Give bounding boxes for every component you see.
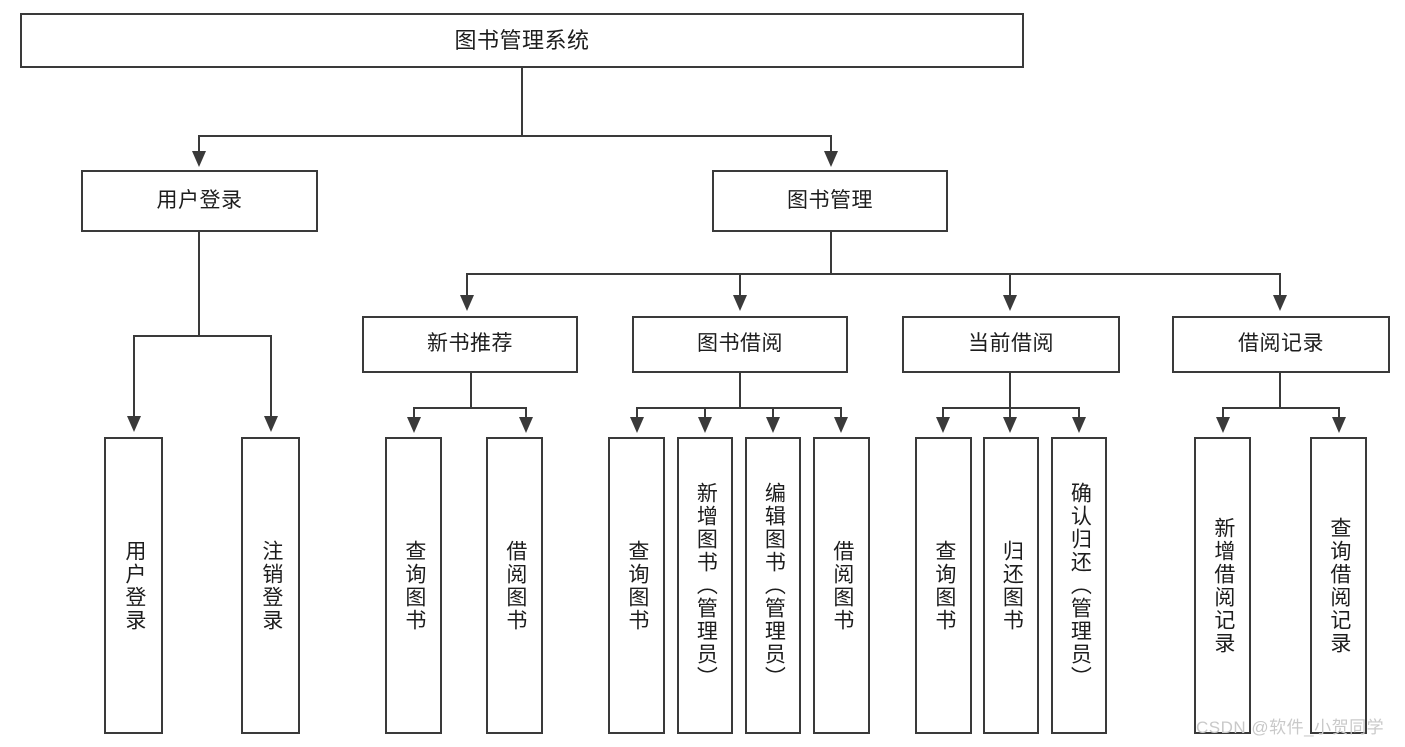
edge-book-borrow-leaf1 — [636, 407, 638, 419]
edge-current-borrow-leaf3 — [1078, 407, 1080, 419]
arrow-book-borrow-leaf3-icon — [766, 417, 780, 433]
leaf-new-book-borrow[interactable]: 借阅图书 — [486, 437, 543, 734]
node-root-system[interactable]: 图书管理系统 — [20, 13, 1024, 68]
edge-user-login-bus — [133, 335, 272, 337]
node-current-borrow[interactable]: 当前借阅 — [902, 316, 1120, 373]
leaf-borrow-record-add[interactable]: 新增借阅记录 — [1194, 437, 1251, 734]
arrow-user-login-leaf1-icon — [127, 416, 141, 432]
edge-root-bus — [198, 135, 831, 137]
edge-current-borrow-leaf1 — [942, 407, 944, 419]
edge-root-stem — [521, 68, 523, 135]
leaf-new-book-query[interactable]: 查询图书 — [385, 437, 442, 734]
edge-current-borrow-stem — [1009, 373, 1011, 407]
edge-borrow-record-bus — [1222, 407, 1340, 409]
arrow-book-borrow-leaf1-icon — [630, 417, 644, 433]
edge-new-book-stem — [470, 373, 472, 407]
leaf-book-borrow-query[interactable]: 查询图书 — [608, 437, 665, 734]
leaf-book-borrow-borrow[interactable]: 借阅图书 — [813, 437, 870, 734]
edge-new-book-leaf1 — [413, 407, 415, 419]
leaf-current-borrow-confirm-return[interactable]: 确认归还（管理员） — [1051, 437, 1107, 734]
edge-current-borrow-leaf2 — [1009, 407, 1011, 419]
leaf-current-borrow-return[interactable]: 归还图书 — [983, 437, 1039, 734]
leaf-book-borrow-edit[interactable]: 编辑图书（管理员） — [745, 437, 801, 734]
arrow-borrow-record-leaf2-icon — [1332, 417, 1346, 433]
arrow-book-borrow-leaf2-icon — [698, 417, 712, 433]
arrow-to-book-borrow-icon — [733, 295, 747, 311]
edge-user-login-stem — [198, 232, 200, 335]
node-borrow-record[interactable]: 借阅记录 — [1172, 316, 1390, 373]
arrow-to-book-manage-icon — [824, 151, 838, 167]
edge-user-login-leaf1 — [133, 335, 135, 418]
arrow-to-user-login-icon — [192, 151, 206, 167]
leaf-current-borrow-query[interactable]: 查询图书 — [915, 437, 972, 734]
arrow-current-borrow-leaf1-icon — [936, 417, 950, 433]
leaf-borrow-record-query[interactable]: 查询借阅记录 — [1310, 437, 1367, 734]
arrow-new-book-leaf1-icon — [407, 417, 421, 433]
arrow-book-borrow-leaf4-icon — [834, 417, 848, 433]
edge-book-manage-stem — [830, 232, 832, 273]
edge-borrow-record-leaf2 — [1338, 407, 1340, 419]
arrow-to-borrow-record-icon — [1273, 295, 1287, 311]
leaf-user-login-login[interactable]: 用户登录 — [104, 437, 163, 734]
arrow-user-login-leaf2-icon — [264, 416, 278, 432]
edge-borrow-record-leaf1 — [1222, 407, 1224, 419]
edge-root-to-user-login — [198, 135, 200, 153]
node-book-borrow[interactable]: 图书借阅 — [632, 316, 848, 373]
edge-book-borrow-leaf4 — [840, 407, 842, 419]
edge-user-login-leaf2 — [270, 335, 272, 418]
arrow-current-borrow-leaf3-icon — [1072, 417, 1086, 433]
arrow-new-book-leaf2-icon — [519, 417, 533, 433]
edge-to-new-book — [466, 273, 468, 297]
edge-new-book-bus — [413, 407, 527, 409]
leaf-user-login-logout[interactable]: 注销登录 — [241, 437, 300, 734]
edge-to-borrow-record — [1279, 273, 1281, 297]
node-user-login[interactable]: 用户登录 — [81, 170, 318, 232]
edge-book-borrow-bus — [636, 407, 842, 409]
edge-root-to-book-manage — [830, 135, 832, 153]
edge-borrow-record-stem — [1279, 373, 1281, 407]
edge-book-borrow-stem — [739, 373, 741, 407]
arrow-borrow-record-leaf1-icon — [1216, 417, 1230, 433]
edge-to-current-borrow — [1009, 273, 1011, 297]
edge-new-book-leaf2 — [525, 407, 527, 419]
arrow-current-borrow-leaf2-icon — [1003, 417, 1017, 433]
leaf-book-borrow-add[interactable]: 新增图书（管理员） — [677, 437, 733, 734]
node-new-book-recommend[interactable]: 新书推荐 — [362, 316, 578, 373]
arrow-to-new-book-icon — [460, 295, 474, 311]
arrow-to-current-borrow-icon — [1003, 295, 1017, 311]
node-book-manage[interactable]: 图书管理 — [712, 170, 948, 232]
edge-book-borrow-leaf3 — [772, 407, 774, 419]
edge-book-borrow-leaf2 — [704, 407, 706, 419]
edge-level3-bus — [466, 273, 1280, 275]
watermark-text: CSDN @软件_小贺同学 — [1196, 718, 1385, 737]
edge-to-book-borrow — [739, 273, 741, 297]
